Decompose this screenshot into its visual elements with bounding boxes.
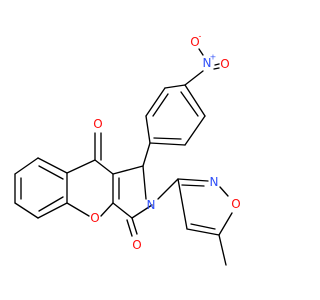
- bond-nitro-n-o-right: [214, 63, 220, 66]
- bond-benzo-1: [37, 157, 68, 174]
- atom-nitro-n: N: [203, 56, 212, 70]
- bond-isoxazole-c5-c4: [186, 228, 220, 236]
- bond-phenyl-1: [184, 84, 206, 117]
- bond-phenyl-6: [164, 84, 186, 89]
- bond-o-to-c4a: [66, 202, 90, 217]
- bond-phenyl-to-ch: [142, 142, 151, 167]
- bonds: [14, 48, 233, 266]
- bond-phenyl-1-double: [180, 91, 199, 117]
- bond-n-to-isoxazole: [157, 178, 179, 200]
- bond-nitro-n-o-right-double: [213, 67, 220, 70]
- bond-benzo-2: [14, 157, 39, 175]
- bond-phenyl-5: [145, 87, 166, 117]
- bond-phenyl-4: [145, 115, 151, 144]
- bond-phenyl-3-double: [153, 137, 182, 140]
- bond-isoxazole-n-o: [219, 186, 229, 197]
- bond-ch-to-n: [142, 165, 147, 200]
- bond-phenyl-3: [149, 142, 186, 146]
- atom-nitro-o-top: O: [190, 35, 199, 49]
- molecule-structure: O - N + O O N N O O O: [14, 32, 241, 266]
- atom-lactam-o: O: [132, 238, 141, 252]
- bond-benzo-5-double: [38, 196, 64, 212]
- bond-benzo-1-double: [38, 165, 64, 180]
- bond-phenyl-2: [184, 115, 206, 146]
- bond-isoxazole-o-c5: [218, 212, 233, 236]
- bond-isoxazole-c5-c4-double: [190, 223, 216, 230]
- bond-lactam-co-double: [126, 219, 133, 237]
- bond-benzo-5: [37, 202, 68, 219]
- bond-aryl-nitro: [184, 70, 204, 86]
- atom-nitro-o-right: O: [220, 57, 229, 71]
- atom-isoxazole-n: N: [210, 175, 219, 189]
- bond-c9-to-c8a: [66, 159, 96, 174]
- charge-nitro-o-top: -: [199, 32, 202, 41]
- bond-ch-to-c9a: [112, 165, 144, 175]
- bond-c9-to-c9a: [94, 159, 114, 175]
- bond-nitro-n-o-top: [198, 48, 204, 56]
- bond-isoxazole-c3-n-double: [181, 184, 205, 187]
- bond-methyl: [218, 234, 227, 266]
- bond-phenyl-5-double: [152, 93, 169, 117]
- bond-c3-to-c3a: [112, 202, 133, 219]
- bond-isoxazole-c4-c3: [177, 178, 188, 230]
- bond-benzo-4: [14, 202, 39, 219]
- charge-nitro-n: +: [210, 53, 217, 62]
- bond-c3a-to-o: [100, 202, 114, 217]
- atom-ketone-o: O: [93, 117, 102, 131]
- atom-ring-n: N: [147, 198, 156, 212]
- bond-isoxazole-c3-n: [177, 178, 209, 182]
- atom-pyran-o: O: [90, 211, 99, 225]
- atom-isoxazole-o: O: [231, 197, 240, 211]
- atom-labels: O - N + O O N N O O O: [90, 32, 240, 253]
- bond-lactam-co: [131, 217, 138, 235]
- bond-n-to-c3: [131, 204, 153, 219]
